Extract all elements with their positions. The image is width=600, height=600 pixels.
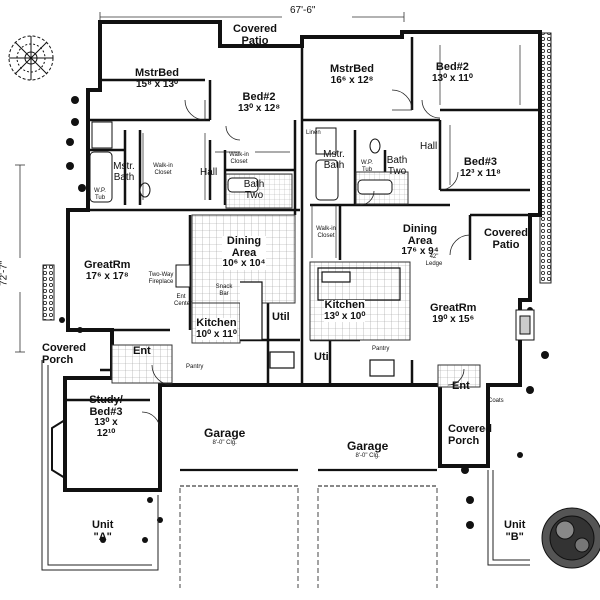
width-dimension-line (99, 12, 405, 22)
walkways (41, 360, 530, 571)
unit-b-linen: Linen (306, 130, 321, 136)
unit-a-hall: Hall (200, 167, 218, 178)
unit-b-dining: Dining Area 17⁶ x 9⁴ (398, 223, 442, 258)
driveways (179, 488, 438, 588)
bath-fixtures (89, 121, 393, 203)
unit-a-garage: Garage 8'-0" Clg. (204, 427, 245, 446)
unit-b-bed3: Bed#3 12³ x 11⁸ (460, 156, 501, 179)
unit-a-great-room-size: 17⁶ x 17⁸ (85, 270, 129, 282)
unit-b-bed2: Bed#2 13⁰ x 11⁰ (432, 61, 473, 84)
unit-a-walk-in-closet: Walk-in Closet (153, 163, 173, 176)
hedge-left (42, 264, 55, 321)
unit-a-label: Unit "A" (92, 519, 114, 543)
unit-b-entry-tile (437, 364, 481, 388)
unit-b-label-code: "B" (505, 530, 524, 543)
unit-b-bed3-size: 12³ x 11⁸ (460, 167, 501, 179)
unit-b-wp-tub: W.P. Tub (361, 160, 373, 173)
unit-a-study: Study/ Bed#3 13⁰ x 12¹⁰ (86, 394, 126, 439)
unit-b-great-room-name: GreatRm (430, 302, 477, 314)
unit-a-master-bedroom-size: 15⁸ x 13⁰ (135, 78, 179, 90)
unit-a-dining-name: Dining Area (226, 235, 262, 259)
kitchen-counters (240, 267, 401, 377)
unit-a-walk-in-closet-2: Walk-in Closet (229, 152, 249, 165)
unit-a-dining-size: 10⁶ x 10⁴ (222, 258, 266, 270)
plants (59, 96, 549, 543)
unit-a-wp-tub: W.P. Tub (94, 188, 106, 201)
unit-b-master-bedroom: MstrBed 16⁶ x 12⁸ (330, 63, 375, 86)
unit-b-entry: Ent (452, 380, 470, 392)
unit-a-covered-porch: Covered Porch (42, 342, 87, 366)
unit-b-master-bath: Mstr. Bath (323, 149, 345, 171)
unit-a-two-way-fireplace: Two-Way Fireplace (148, 272, 174, 285)
overall-depth: 72'-7" (0, 260, 10, 286)
unit-b-bed2-size: 13⁰ x 11⁰ (432, 72, 473, 84)
unit-b-bed2-name: Bed#2 (435, 61, 469, 73)
unit-a-master-bath: Mstr. Bath (113, 161, 135, 183)
unit-b-walk-in-closet: Walk-in Closet (316, 226, 336, 239)
unit-a-great-room: GreatRm 17⁶ x 17⁸ (84, 259, 131, 282)
unit-b-covered-patio: Covered Patio (483, 227, 529, 251)
exterior-walls (63, 20, 542, 492)
door-swings (141, 89, 471, 431)
shrub-top-left (8, 35, 54, 81)
unit-b-garage: Garage 8'-0" Clg. (347, 440, 388, 459)
unit-a-great-room-name: GreatRm (84, 259, 131, 271)
unit-b-ledge: 42" Ledge (425, 254, 443, 267)
unit-a-entry: Ent (133, 345, 151, 357)
unit-a-kitchen-size: 10⁰ x 11⁰ (196, 328, 237, 340)
unit-b-dining-size: 17⁶ x 9⁴ (401, 246, 439, 258)
unit-b-kitchen: Kitchen 13⁰ x 10⁰ (324, 299, 366, 323)
unit-a-covered-patio: Covered Patio (232, 23, 278, 47)
unit-a-garage-name: Garage (204, 426, 246, 440)
unit-a-label-text: Unit (92, 519, 114, 531)
unit-b-label-text: Unit (504, 519, 526, 531)
unit-b-garage-name: Garage (347, 439, 389, 453)
shrub-bottom-right (541, 507, 600, 569)
unit-a-kitchen-name: Kitchen (196, 317, 237, 329)
unit-a-util: Util (272, 311, 290, 323)
unit-a-master-bedroom: MstrBed 15⁸ x 13⁰ (135, 67, 180, 90)
unit-b-coats: Coats (488, 398, 504, 404)
closet-shelves (142, 45, 521, 258)
unit-b-master-bedroom-name: MstrBed (330, 63, 375, 75)
unit-b-label: Unit "B" (504, 519, 526, 543)
unit-a-label-code: "A" (93, 530, 112, 543)
unit-b-covered-porch: Covered Porch (448, 423, 493, 447)
unit-b-dining-name: Dining Area (402, 223, 438, 247)
study-bay-window (51, 419, 66, 479)
unit-a-snack-bar: Snack Bar (215, 284, 233, 297)
unit-a-study-size: 13⁰ x 12¹⁰ (94, 417, 118, 439)
unit-b-hall: Hall (420, 141, 438, 152)
unit-a-pantry: Pantry (186, 364, 204, 370)
unit-a-bed2-name: Bed#2 (242, 91, 276, 103)
unit-a-ent-center: Ent Center (174, 294, 193, 307)
unit-b-garage-ceiling: 8'-0" Clg. (355, 452, 380, 459)
fireplace-symbols (175, 264, 535, 341)
unit-a-study-name: Study/ Bed#3 (89, 394, 123, 418)
unit-a-dining: Dining Area 10⁶ x 10⁴ (222, 235, 266, 270)
unit-a-master-bedroom-name: MstrBed (135, 67, 180, 79)
unit-a-entry-tile (111, 344, 173, 384)
unit-a-garage-ceiling: 8'-0" Clg. (212, 439, 237, 446)
unit-b-kitchen-size: 13⁰ x 10⁰ (324, 310, 366, 322)
unit-b-master-bedroom-size: 16⁶ x 12⁸ (330, 74, 374, 86)
unit-b-kitchen-name: Kitchen (324, 299, 365, 311)
overall-width: 67'-6" (290, 5, 316, 16)
unit-b-great-room-size: 19⁰ x 15⁶ (432, 313, 475, 325)
unit-b-util: Util (314, 351, 332, 363)
unit-a-bed2: Bed#2 13⁰ x 12⁸ (238, 91, 281, 114)
unit-a-bed2-size: 13⁰ x 12⁸ (238, 102, 281, 114)
interior-walls (65, 37, 540, 470)
unit-b-bath-two: Bath Two (386, 155, 408, 177)
unit-a-kitchen: Kitchen 10⁰ x 11⁰ (196, 317, 237, 341)
depth-dimension-line (15, 164, 25, 353)
unit-a-bath-two: Bath Two (243, 179, 265, 201)
unit-b-bed3-name: Bed#3 (463, 156, 497, 168)
unit-b-pantry: Pantry (372, 346, 390, 352)
unit-b-great-room: GreatRm 19⁰ x 15⁶ (430, 302, 477, 325)
